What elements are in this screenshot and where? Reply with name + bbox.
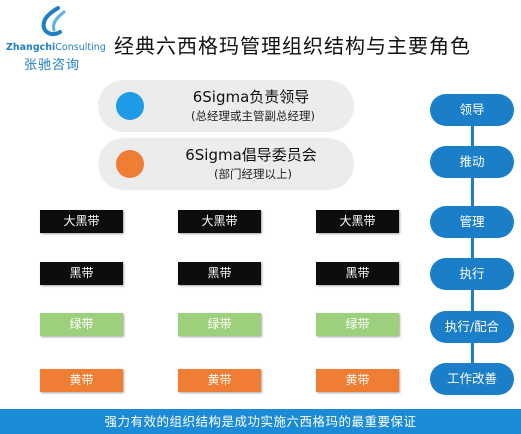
master-black-belt-1: 大黑带 — [40, 210, 123, 233]
green-belt-1: 绿带 — [40, 313, 123, 336]
logo-brand-light: Consulting — [55, 42, 106, 53]
black-belt-1: 黑带 — [40, 262, 123, 285]
black-belt-3: 黑带 — [316, 262, 399, 285]
role-leader-sub: (总经理或主管副总经理) — [191, 109, 315, 123]
stage-management: 管理 — [430, 206, 514, 238]
role-committee-box: 6Sigma倡导委员会 (部门经理以上) — [98, 138, 354, 190]
bottom-banner: 强力有效的组织结构是成功实施六西格玛的最重要保证 — [0, 409, 521, 434]
role-committee-dot — [116, 150, 144, 178]
stage-leadership: 领导 — [430, 94, 514, 126]
role-committee-sub: (部门经理以上) — [214, 167, 292, 181]
stage-execution: 执行 — [430, 258, 514, 290]
stage-promotion: 推动 — [430, 146, 514, 178]
logo-brand-cn: 张驰咨询 — [24, 58, 81, 73]
stage-execution-support: 执行/配合 — [430, 311, 514, 343]
green-belt-2: 绿带 — [178, 313, 261, 336]
zhangchi-logo-mark-icon — [41, 6, 66, 37]
role-leader-box: 6Sigma负责领导 (总经理或主管副总经理) — [98, 80, 354, 132]
role-leader-dot — [116, 92, 144, 120]
stage-work-improvement: 工作改善 — [430, 363, 514, 395]
green-belt-3: 绿带 — [316, 313, 399, 336]
stage-connector-line — [471, 104, 474, 382]
logo-brand-en: ZhangchiConsulting — [6, 42, 106, 53]
black-belt-2: 黑带 — [178, 262, 261, 285]
yellow-belt-1: 黄带 — [40, 369, 123, 392]
role-leader-name: 6Sigma负责领导 — [192, 88, 310, 106]
yellow-belt-2: 黄带 — [178, 369, 261, 392]
slide-title: 经典六西格玛管理组织结构与主要角色 — [114, 34, 471, 58]
role-committee-name: 6Sigma倡导委员会 — [185, 146, 317, 164]
master-black-belt-3: 大黑带 — [316, 210, 399, 233]
logo-brand-bold: Zhangchi — [6, 42, 56, 53]
company-logo: ZhangchiConsulting 张驰咨询 — [2, 4, 106, 73]
yellow-belt-3: 黄带 — [316, 369, 399, 392]
master-black-belt-2: 大黑带 — [178, 210, 261, 233]
